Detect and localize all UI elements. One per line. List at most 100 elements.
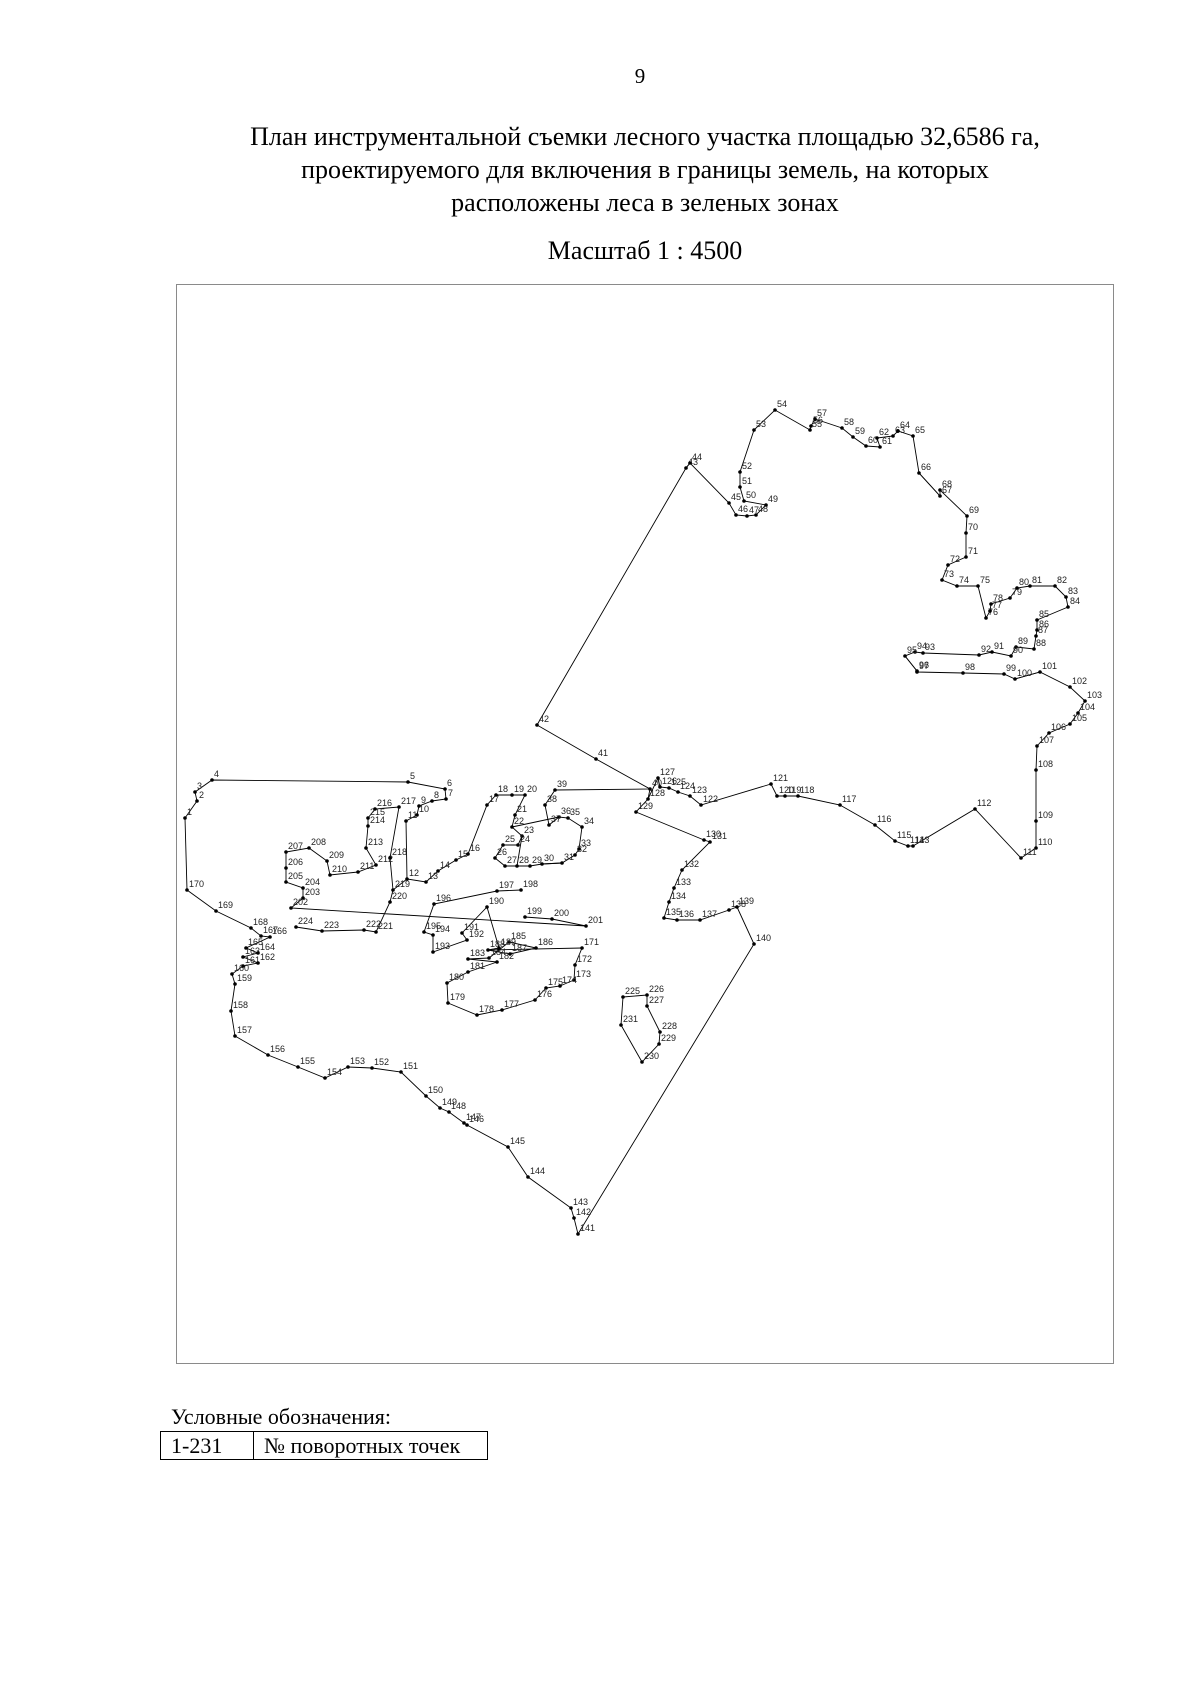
turning-point-label-203: 203 [305,887,320,897]
turning-point-label-29: 29 [532,855,542,865]
turning-point-label-75: 75 [980,575,990,585]
turning-point-38 [543,803,547,807]
turning-point-label-114: 114 [910,835,924,845]
turning-point-label-65: 65 [915,425,925,435]
turning-point-label-100: 100 [1017,668,1032,678]
turning-point-label-118: 118 [800,785,814,795]
turning-point-10 [415,813,419,817]
turning-point-34 [580,825,584,829]
turning-point-label-64: 64 [900,420,910,430]
turning-point-195 [422,930,426,934]
turning-point-label-219: 219 [395,879,410,889]
turning-point-56 [809,424,813,428]
turning-point-label-2: 2 [199,790,204,800]
turning-point-label-81: 81 [1032,575,1042,585]
turning-point-9 [417,804,421,808]
turning-point-133 [672,886,676,890]
turning-point-label-70: 70 [968,522,978,532]
turning-point-label-198: 198 [523,879,538,889]
turning-point-214 [366,824,370,828]
turning-point-label-176: 176 [537,989,552,999]
turning-point-label-190: 190 [489,896,504,906]
turning-point-label-39: 39 [557,779,567,789]
turning-point-label-21: 21 [517,804,527,814]
turning-point-label-216: 216 [377,798,392,808]
turning-point-95 [903,654,907,658]
turning-point-50 [742,499,746,503]
turning-point-148 [447,1110,451,1114]
turning-point-217 [397,805,401,809]
turning-point-label-180: 180 [449,972,464,982]
turning-point-label-85: 85 [1039,609,1049,619]
turning-point-label-191: 191 [464,922,479,932]
turning-point-label-208: 208 [311,837,326,847]
turning-point-73 [940,578,944,582]
turning-point-label-80: 80 [1019,577,1029,587]
turning-point-label-68: 68 [942,479,952,489]
turning-point-label-229: 229 [661,1033,676,1043]
turning-point-124 [676,790,680,794]
turning-point-label-67: 67 [942,485,952,495]
turning-point-89 [1014,645,1018,649]
turning-point-209 [325,859,329,863]
boundary-segment [516,835,523,867]
turning-point-label-150: 150 [428,1085,443,1095]
turning-point-label-61: 61 [882,436,892,446]
turning-point-35 [566,816,570,820]
turning-point-59 [851,435,855,439]
turning-point-label-138: 138 [731,899,746,909]
turning-point-label-188: 188 [490,939,505,949]
turning-point-184 [487,956,491,960]
turning-point-label-144: 144 [530,1166,545,1176]
turning-point-label-113: 113 [915,835,929,845]
turning-point-12 [405,877,409,881]
title-line-3: расположены леса в зеленых зонах [451,188,839,217]
turning-point-78 [989,602,993,606]
turning-point-205 [284,880,288,884]
turning-point-label-96: 96 [919,660,929,670]
turning-point-label-16: 16 [470,843,480,853]
turning-point-37 [547,823,551,827]
turning-point-label-63: 63 [895,425,905,435]
turning-point-191 [460,931,464,935]
boundary-segment [918,472,941,497]
turning-point-14 [436,869,440,873]
turning-point-6 [443,787,447,791]
turning-point-41 [594,757,598,761]
boundary-lines [184,409,1086,1236]
boundary-contour-1 [184,409,1086,1236]
boundary-segment [1014,671,1041,680]
turning-point-118 [796,794,800,798]
turning-point-label-121: 121 [773,773,788,783]
turning-point-7 [444,797,448,801]
turning-point-116 [873,823,877,827]
turning-point-label-155: 155 [300,1056,315,1066]
turning-point-label-192: 192 [469,929,484,939]
turning-point-152 [370,1066,374,1070]
turning-point-label-51: 51 [742,476,752,486]
turning-point-label-19: 19 [514,784,524,794]
turning-point-102 [1068,685,1072,689]
legend-row: 1-231 № поворотных точек [160,1431,488,1460]
turning-point-21 [513,813,517,817]
turning-point-20 [523,793,527,797]
turning-point-18 [494,793,498,797]
turning-point-label-54: 54 [777,399,787,409]
turning-point-label-33: 33 [581,838,591,848]
turning-point-label-13: 13 [428,871,438,881]
turning-point-45 [727,501,731,505]
turning-point-label-143: 143 [573,1197,588,1207]
turning-point-label-162: 162 [260,952,275,962]
turning-point-label-177: 177 [504,999,519,1009]
turning-point-213 [364,846,368,850]
turning-point-28 [515,864,519,868]
turning-point-label-159: 159 [237,973,252,983]
turning-point-label-206: 206 [288,857,303,867]
turning-point-140 [752,942,756,946]
turning-point-label-71: 71 [968,546,978,556]
turning-point-label-214: 214 [370,815,385,825]
turning-point-label-122: 122 [703,794,718,804]
turning-point-81 [1028,584,1032,588]
turning-point-label-187: 187 [512,943,527,953]
turning-point-129 [634,810,638,814]
